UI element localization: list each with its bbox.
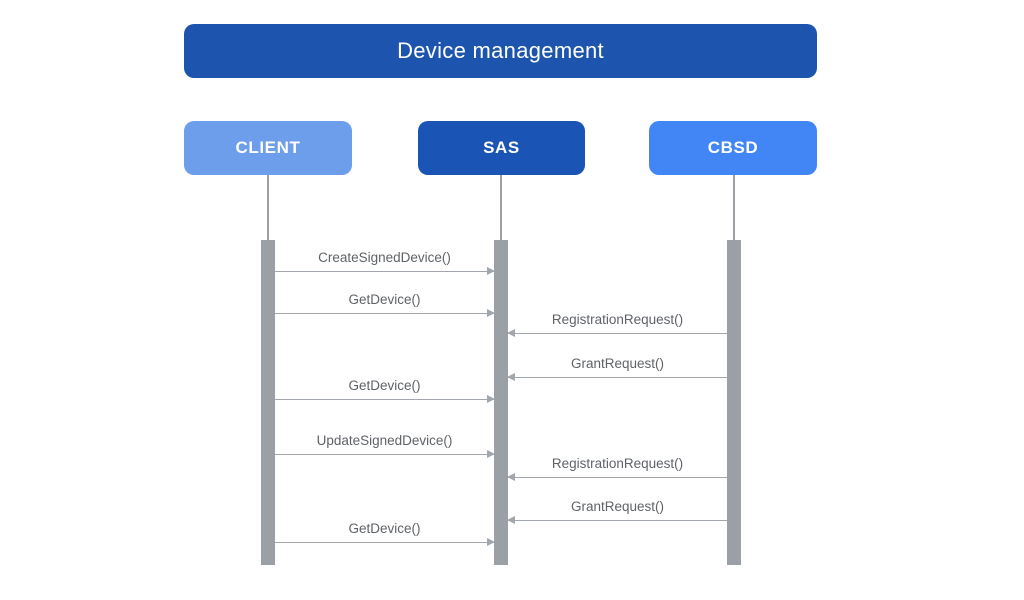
arrowhead-left-icon [507, 516, 515, 525]
message-arrow-line [275, 309, 495, 318]
message-arrow-line [507, 329, 727, 338]
diagram-title: Device management [184, 24, 817, 78]
actor-box-client: CLIENT [184, 121, 352, 175]
arrowhead-left-icon [507, 473, 515, 482]
message-label: GetDevice() [348, 521, 421, 536]
arrowhead-left-icon [507, 329, 515, 338]
arrowhead-right-icon [487, 309, 495, 318]
arrowhead-right-icon [487, 450, 495, 459]
arrowhead-left-icon [507, 373, 515, 382]
message-label: RegistrationRequest() [551, 456, 684, 471]
activation-bar-client [261, 240, 275, 565]
message-label: RegistrationRequest() [551, 312, 684, 327]
actor-box-cbsd: CBSD [649, 121, 817, 175]
message-label: GrantRequest() [570, 356, 665, 371]
message-label: GetDevice() [348, 378, 421, 393]
message-grantrequest: GrantRequest() [507, 494, 727, 525]
message-arrow-line [507, 373, 727, 382]
lifeline-client [267, 175, 269, 240]
message-label: GetDevice() [348, 292, 421, 307]
activation-bar-cbsd [727, 240, 741, 565]
lifeline-sas [500, 175, 502, 240]
message-label: CreateSignedDevice() [318, 250, 451, 265]
arrowhead-right-icon [487, 538, 495, 547]
message-getdevice: GetDevice() [275, 287, 495, 318]
message-registrationrequest: RegistrationRequest() [507, 451, 727, 482]
message-arrow-line [507, 473, 727, 482]
message-updatesigneddevice: UpdateSignedDevice() [275, 428, 495, 459]
message-arrow-line [275, 538, 495, 547]
message-arrow-line [275, 395, 495, 404]
message-label: UpdateSignedDevice() [316, 433, 453, 448]
message-getdevice: GetDevice() [275, 516, 495, 547]
arrowhead-right-icon [487, 267, 495, 276]
message-arrow-line [275, 267, 495, 276]
message-grantrequest: GrantRequest() [507, 351, 727, 382]
message-createsigneddevice: CreateSignedDevice() [275, 245, 495, 276]
activation-bar-sas [494, 240, 508, 565]
message-label: GrantRequest() [570, 499, 665, 514]
message-getdevice: GetDevice() [275, 373, 495, 404]
message-registrationrequest: RegistrationRequest() [507, 307, 727, 338]
message-arrow-line [507, 516, 727, 525]
lifeline-cbsd [733, 175, 735, 240]
arrowhead-right-icon [487, 395, 495, 404]
message-arrow-line [275, 450, 495, 459]
actor-box-sas: SAS [418, 121, 585, 175]
